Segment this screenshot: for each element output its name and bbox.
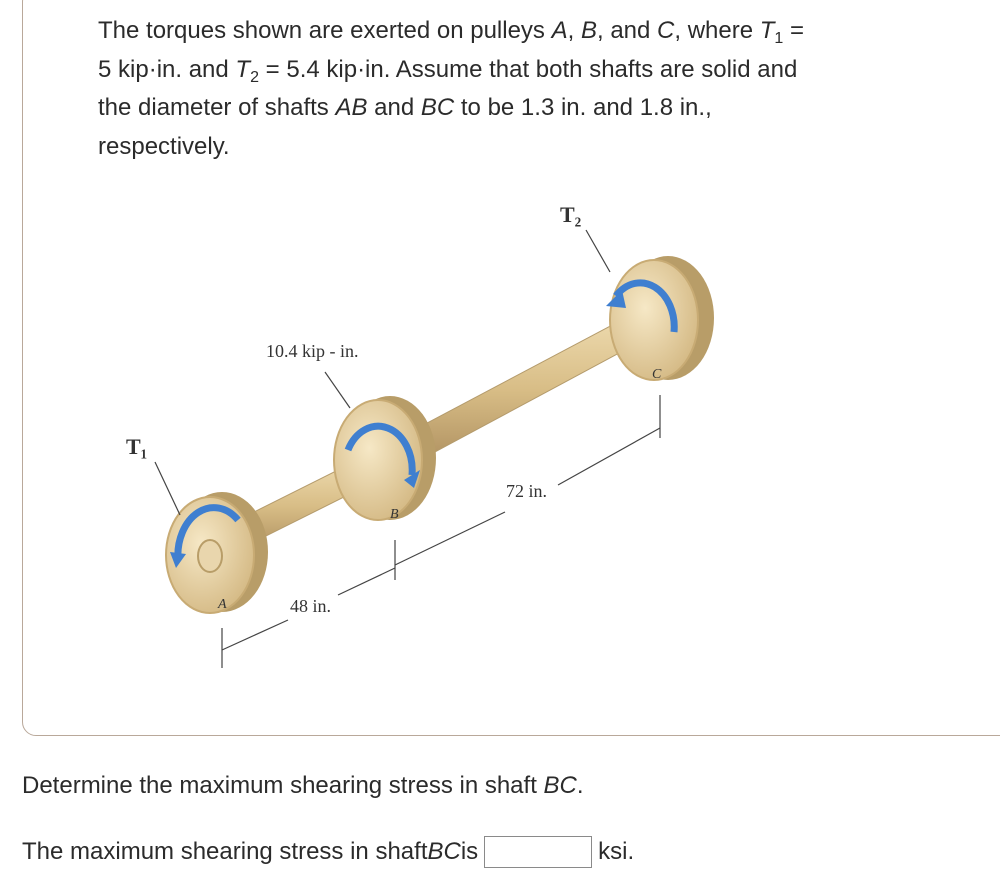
label-b: B	[390, 507, 399, 522]
label-a: A	[217, 597, 227, 612]
problem-line-3: the diameter of shafts AB and BC to be 1…	[98, 94, 712, 121]
t2-label: T₂	[560, 202, 582, 227]
pulley-c	[606, 256, 714, 381]
t1-leader	[154, 461, 181, 516]
t2-leader	[585, 229, 611, 273]
len-ab-label: 48 in.	[290, 596, 331, 616]
problem-line-4: respectively.	[98, 132, 230, 160]
dim-ab-line-2	[337, 567, 396, 596]
pulley-a	[165, 492, 268, 614]
answer-unit: ksi.	[598, 838, 635, 865]
question-text: Determine the maximum shearing stress in…	[22, 772, 584, 799]
torque-b-leader	[324, 371, 351, 409]
t1-label: T₁	[126, 434, 147, 459]
dim-ab-line-1	[221, 619, 289, 651]
dim-bc-line-1	[394, 511, 506, 566]
answer-input[interactable]	[484, 836, 593, 868]
label-c: C	[652, 367, 662, 382]
torque-b-label: 10.4 kip - in.	[266, 341, 359, 361]
problem-card	[22, 0, 1000, 736]
pulley-b	[333, 396, 436, 521]
len-bc-label: 72 in.	[506, 481, 547, 501]
pulley-shaft-figure: T₁ T₂ 10.4 kip - in. 48 in. 72 in. A B C	[126, 202, 714, 668]
answer-prompt: The maximum shearing stress in shaft	[22, 838, 428, 865]
problem-statement: The torques shown are exerted on pulleys…	[98, 12, 938, 166]
problem-line-2: 5 kip·in. and T2 = 5.4 kip·in. Assume th…	[98, 55, 798, 86]
problem-line-1: The torques shown are exerted on pulleys…	[98, 17, 805, 47]
answer-shaft: BC	[427, 838, 461, 865]
dim-bc-line-2	[557, 427, 661, 486]
answer-row: The maximum shearing stress in shaft BC …	[22, 836, 634, 868]
